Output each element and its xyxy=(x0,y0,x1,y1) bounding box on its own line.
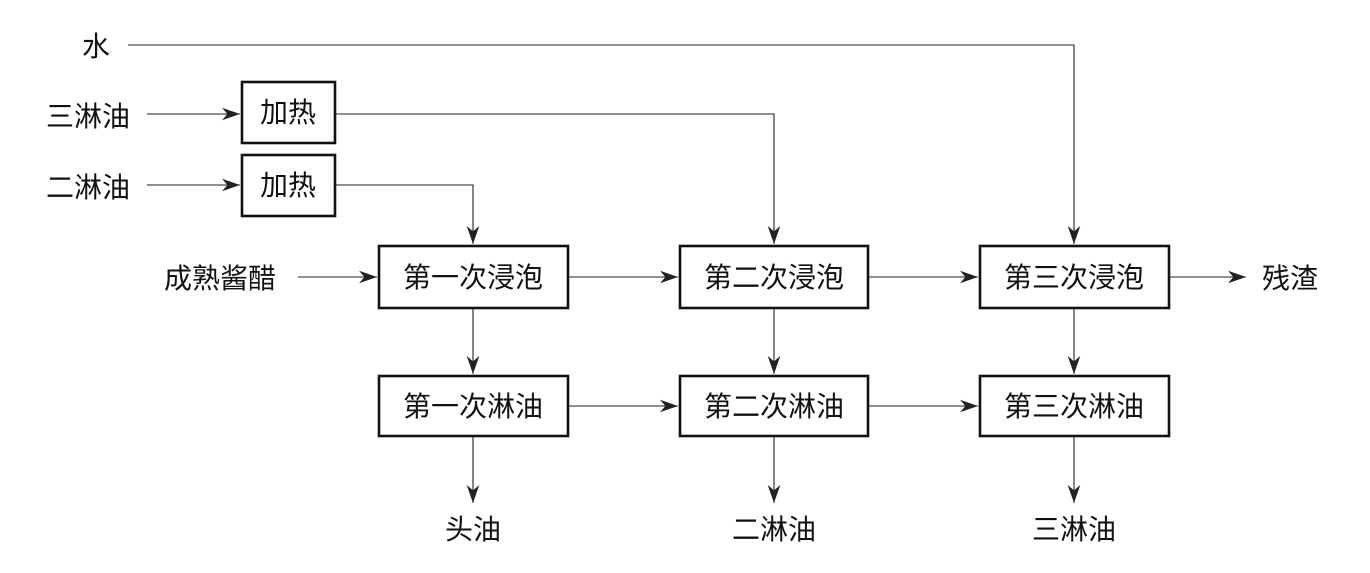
soak-box-second-label: 第二次浸泡 xyxy=(704,261,844,294)
soak-box-first: 第一次浸泡 xyxy=(377,244,570,310)
drain-box-second: 第二次淋油 xyxy=(678,374,870,438)
flow-heat-to-first-soak xyxy=(335,184,480,244)
soak-box-third: 第三次浸泡 xyxy=(978,244,1171,310)
input-mature-vinegar: 成熟酱醋 xyxy=(164,262,276,295)
drain-box-third: 第三次淋油 xyxy=(978,374,1171,438)
drain-box-third-label: 第三次淋油 xyxy=(1004,390,1144,423)
soak-box-second: 第二次浸泡 xyxy=(678,244,870,310)
flow-water-to-third-soak xyxy=(128,44,1081,244)
drain-box-second-label: 第二次淋油 xyxy=(704,390,844,423)
drain-box-first: 第一次淋油 xyxy=(377,374,570,438)
output-residue: 残渣 xyxy=(1262,262,1318,295)
input-water: 水 xyxy=(82,30,110,63)
drain-box-first-label: 第一次淋油 xyxy=(403,390,543,423)
output-second-oil: 二淋油 xyxy=(732,513,816,546)
output-third-oil: 三淋油 xyxy=(1032,513,1116,546)
heat-box-top-label: 加热 xyxy=(260,96,316,129)
input-second-oil: 二淋油 xyxy=(46,171,130,204)
heat-box-bottom: 加热 xyxy=(240,153,337,218)
soak-box-first-label: 第一次浸泡 xyxy=(403,261,543,294)
heat-box-bottom-label: 加热 xyxy=(260,169,316,202)
output-head-oil: 头油 xyxy=(445,513,501,546)
input-third-oil: 三淋油 xyxy=(46,100,130,133)
heat-box-top: 加热 xyxy=(240,80,337,145)
flow-heat-to-second-soak xyxy=(335,113,781,244)
soak-box-third-label: 第三次浸泡 xyxy=(1004,261,1144,294)
